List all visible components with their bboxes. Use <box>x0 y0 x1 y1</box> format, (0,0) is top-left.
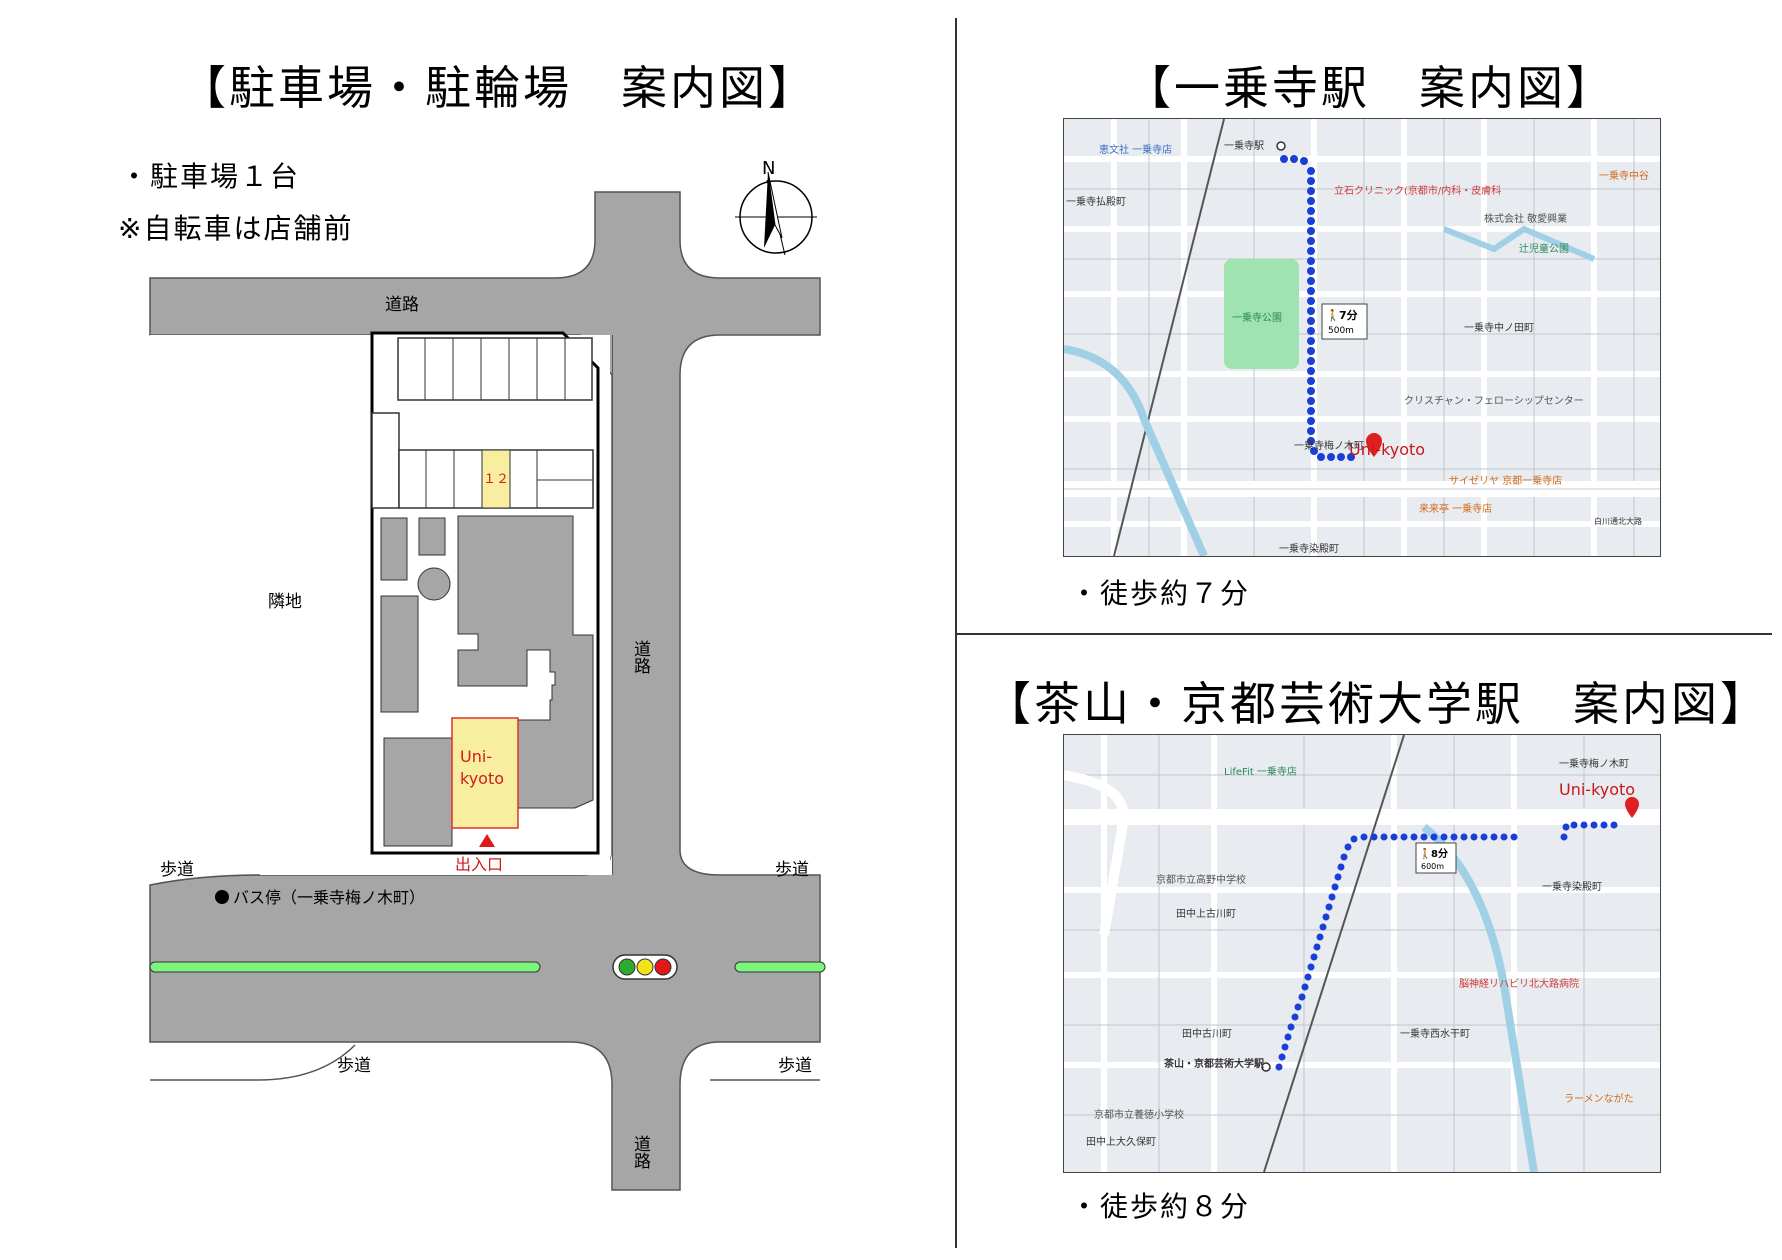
station2-label-school1: 京都市立高野中学校 <box>1156 873 1246 886</box>
station1-label-road: 白川通北大路 <box>1594 516 1642 526</box>
traffic-light-icon <box>612 954 678 980</box>
station2-walk-time: ・徒歩約８分 <box>1070 1190 1251 1223</box>
station1-label-area3: 一乗寺梅ノ木町 <box>1294 439 1364 452</box>
route-dots <box>1280 155 1355 461</box>
sidewalk-label-2: 歩道 <box>775 860 809 880</box>
vertical-divider <box>955 18 957 1248</box>
station2-label-area1: 田中上古川町 <box>1176 907 1236 920</box>
station2-label-school2: 京都市立養徳小学校 <box>1094 1108 1184 1121</box>
station1-label-area1: 一乗寺払殿町 <box>1066 195 1126 208</box>
property: １２ Uni- kyoto <box>370 331 600 855</box>
station1-label-clinic: 立石クリニック(京都市/内科・皮膚科 <box>1334 184 1501 197</box>
north-label: N <box>762 158 775 179</box>
station1-label-area5: 一乗寺中谷 <box>1599 169 1649 182</box>
station2-label-area5: 一乗寺梅ノ木町 <box>1559 757 1629 770</box>
station2-destination: Uni-kyoto <box>1559 780 1635 799</box>
station1-label-park: 一乗寺公園 <box>1232 312 1282 324</box>
station2-label-lifefit: LifeFit 一乗寺店 <box>1224 765 1297 778</box>
station1-destination: Uni-kyoto <box>1349 440 1425 459</box>
entrance-label: 出入口 <box>455 855 503 874</box>
station2-route-time: 8分 <box>1431 847 1448 860</box>
station1-title: 【一乗寺駅 案内図】 <box>1125 61 1615 115</box>
station1-label-bookstore: 恵文社 一乗寺店 <box>1099 143 1172 156</box>
store-name: Uni- <box>460 747 492 766</box>
parking-note-bicycles: ※自転車は店舗前 <box>118 212 354 245</box>
parking-title: 【駐車場・駐輪場 案内図】 <box>180 61 817 115</box>
station2-route-distance: 600m <box>1421 862 1444 871</box>
bus-stop-label: バス停（一乗寺梅ノ木町） <box>233 888 425 907</box>
station1-route-distance: 500m <box>1328 326 1354 336</box>
parking-note-cars: ・駐車場１台 <box>120 160 301 193</box>
station1-label-area2: 一乗寺中ノ田町 <box>1464 321 1534 334</box>
sidewalk-label-1: 歩道 <box>160 860 194 880</box>
station1-route-time: 7分 <box>1339 308 1358 322</box>
destination-pin-icon <box>1366 433 1382 457</box>
road-label-right: 道路 <box>630 640 651 674</box>
parking-space-number: １２ <box>483 472 509 487</box>
station1-label-park2: 辻児童公園 <box>1519 242 1569 255</box>
station1-walk-time: ・徒歩約７分 <box>1070 577 1251 610</box>
north-arrow-icon: N <box>735 158 817 256</box>
reserved-parking-space <box>481 449 511 509</box>
station2-map: Uni-kyoto 🚶 8分 600m LifeFit 一乗寺店 京都市立高野中… <box>1063 734 1661 1173</box>
station1-label-church: クリスチャン・フェローシップセンター <box>1404 395 1584 407</box>
route-dots-2 <box>1275 821 1618 1071</box>
destination-pin-icon-2 <box>1625 797 1639 818</box>
store-name-2: kyoto <box>460 769 504 788</box>
station2-title: 【茶山・京都芸術大学駅 案内図】 <box>985 677 1769 731</box>
bus-stop-icon <box>215 890 229 904</box>
walk-icon: 🚶 <box>1326 309 1340 322</box>
station1-label-company: 株式会社 敬愛興業 <box>1484 212 1567 225</box>
store-building <box>451 717 519 829</box>
entrance-marker-icon <box>479 834 495 847</box>
sidewalk-label-3: 歩道 <box>337 1056 371 1076</box>
station1-label-station: 一乗寺駅 <box>1224 140 1264 152</box>
sidewalk-label-4: 歩道 <box>778 1056 812 1076</box>
station1-label-saizeriya: サイゼリヤ 京都一乗寺店 <box>1449 474 1562 487</box>
parking-map: N 道路 道路 道路 隣地 歩道 歩道 歩道 歩道 バス停（一乗寺梅ノ木町） <box>149 158 826 1191</box>
station1-map: Uni-kyoto 🚶 7分 500m 一乗寺駅 恵文社 一乗寺店 立石クリニッ… <box>1063 118 1661 557</box>
horizontal-divider <box>957 633 1772 635</box>
station1-label-area4: 一乗寺染殿町 <box>1279 542 1339 555</box>
road-label-bottom: 道路 <box>630 1135 651 1169</box>
station2-label-area6: 田中上大久保町 <box>1086 1135 1156 1148</box>
road-label-top: 道路 <box>385 295 419 315</box>
walk-icon-2: 🚶 <box>1419 847 1431 860</box>
station2-label-area2: 田中古川町 <box>1182 1027 1232 1040</box>
station2-label-ramen: ラーメンながた <box>1564 1092 1634 1105</box>
station2-label-area3: 一乗寺染殿町 <box>1542 880 1602 893</box>
station1-label-raikuraitei: 来来亭 一乗寺店 <box>1419 502 1492 515</box>
neighbor-label: 隣地 <box>268 592 302 612</box>
station2-label-hospital: 脳神経リハビリ北大路病院 <box>1459 977 1579 990</box>
station2-label-area4: 一乗寺西水干町 <box>1400 1028 1470 1040</box>
station2-label-station: 茶山・京都芸術大学駅 <box>1163 1057 1265 1070</box>
